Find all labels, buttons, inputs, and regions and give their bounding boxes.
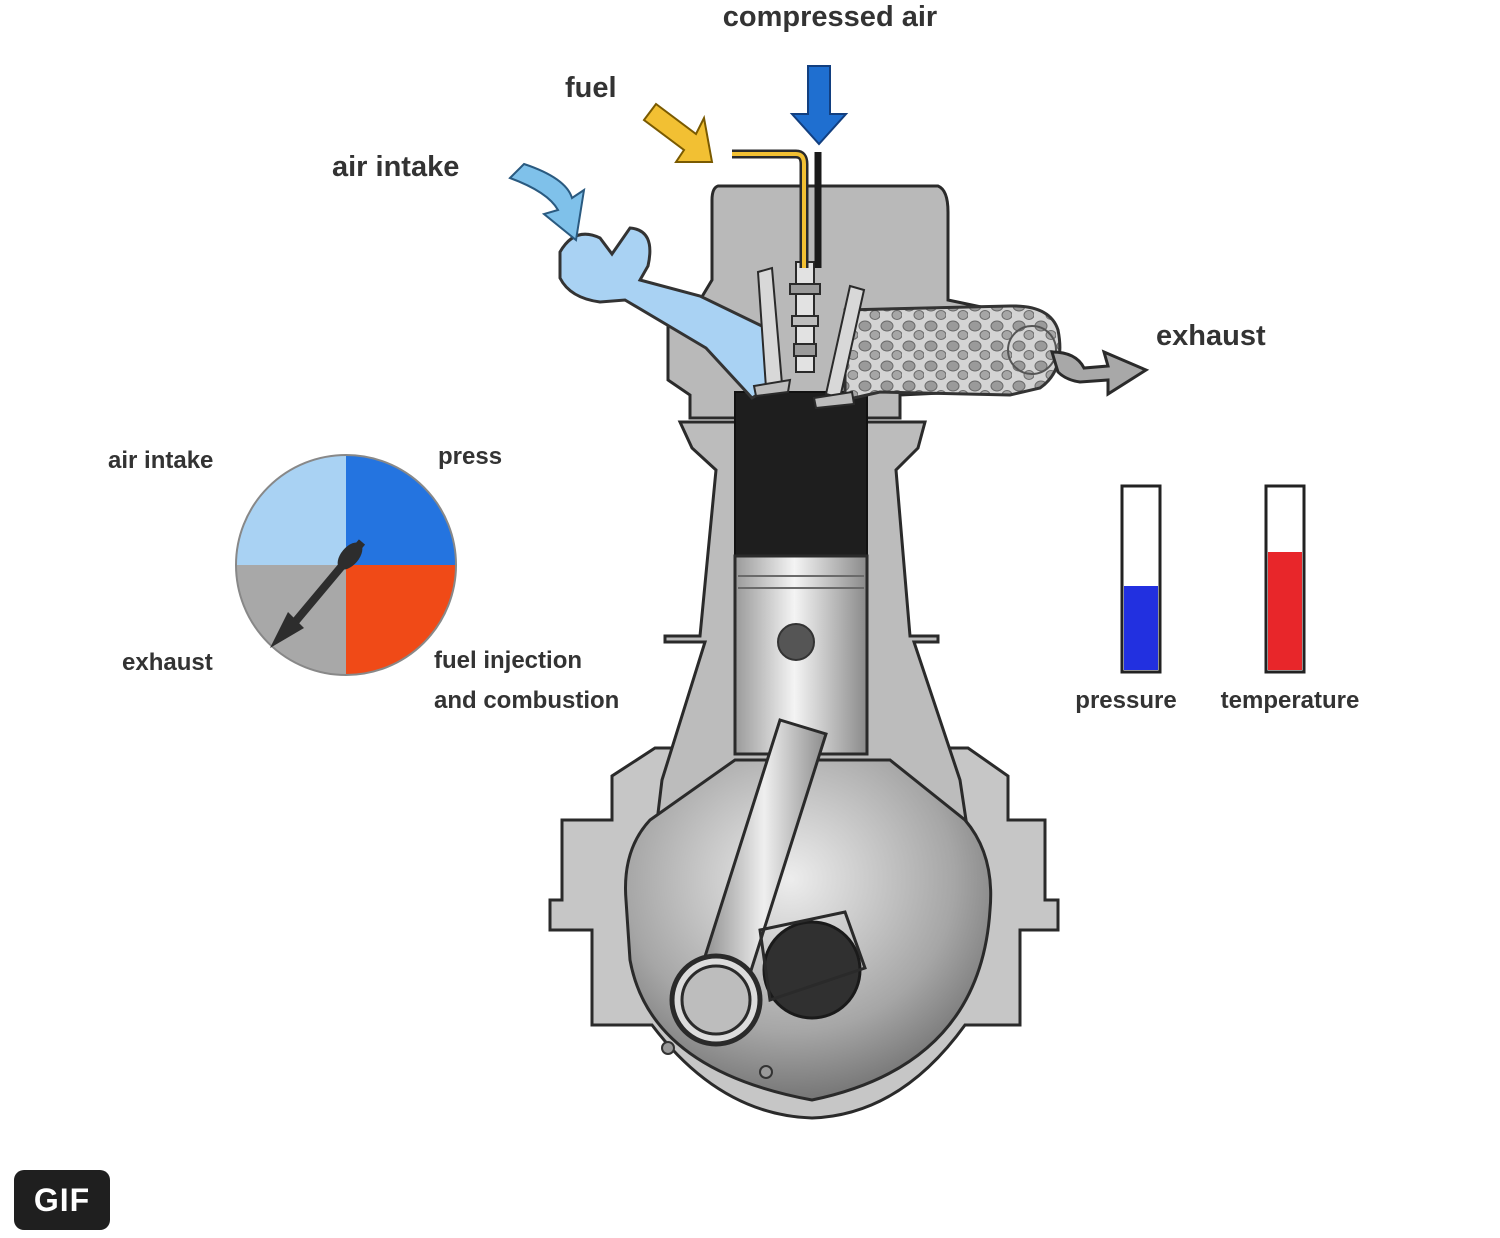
dial-label-air-intake: air intake: [108, 447, 213, 474]
gauge-label-pressure: pressure: [1075, 687, 1176, 714]
pressure-level: [1124, 586, 1158, 670]
dial-label-press: press: [438, 443, 502, 470]
temperature-gauge: [1264, 484, 1306, 674]
dial-label-fuel-injection: fuel injection: [434, 647, 582, 674]
crank-journal: [762, 920, 862, 1020]
pressure-gauge: [1120, 484, 1162, 674]
intake-port: [558, 226, 774, 400]
dial-label-and-combustion: and combustion: [434, 687, 619, 714]
dial-label-exhaust: exhaust: [122, 649, 213, 676]
compressed-air-arrow: [789, 65, 849, 146]
label-fuel: fuel: [565, 72, 617, 104]
gauge-label-temperature: temperature: [1221, 687, 1360, 714]
dial-pointer: [270, 539, 366, 648]
label-air-intake: air intake: [332, 151, 459, 183]
wrist-pin: [777, 623, 815, 661]
dial-combustion-sector: [346, 565, 456, 675]
gif-badge[interactable]: GIF: [14, 1170, 110, 1230]
dial-press-sector: [346, 455, 456, 565]
fuel-arrow: [642, 102, 714, 163]
exhaust-port: [843, 304, 1062, 402]
label-compressed-air: compressed air: [723, 1, 937, 33]
exhaust-arrow: [1049, 349, 1150, 397]
label-exhaust: exhaust: [1156, 320, 1266, 352]
air-intake-arrow: [508, 162, 586, 242]
temperature-level: [1268, 552, 1302, 670]
phase-dial: [235, 454, 457, 676]
dial-air-intake-sector: [236, 455, 346, 565]
cylinder-bore: [734, 391, 868, 561]
